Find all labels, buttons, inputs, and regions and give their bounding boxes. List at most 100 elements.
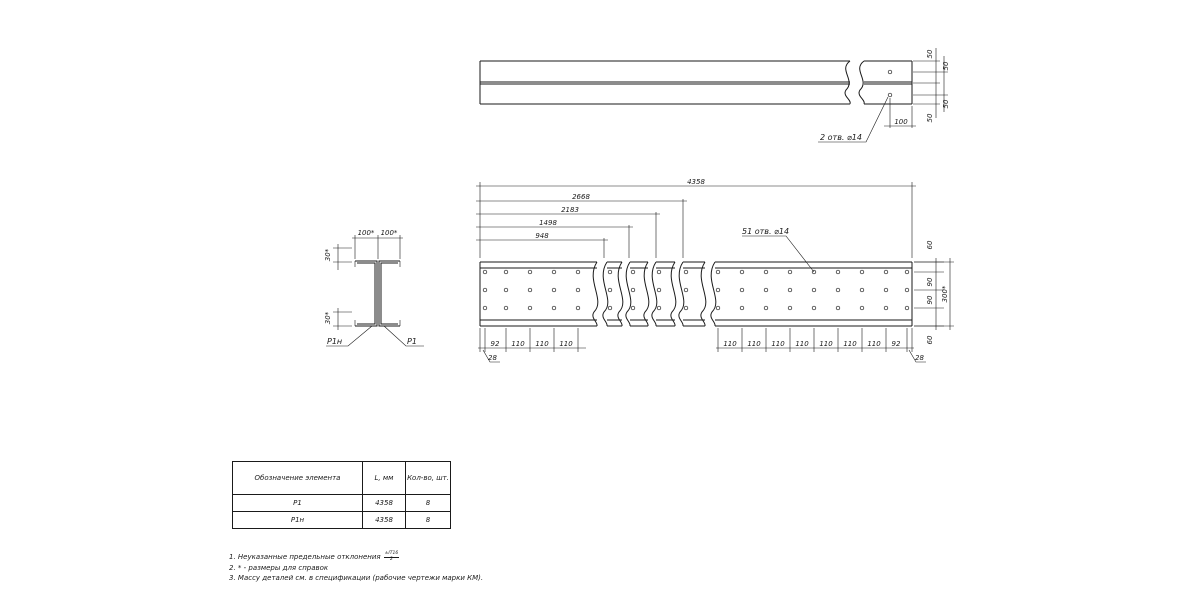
- cell-length: 4358: [362, 494, 406, 512]
- hole: [607, 305, 613, 311]
- dim-edge: 28: [915, 354, 924, 362]
- dim-100-star: 100*: [381, 229, 398, 237]
- holes: [482, 269, 910, 311]
- dim-bottom: 110: [843, 340, 857, 348]
- dim-50: 50: [926, 49, 934, 58]
- hole: [527, 287, 533, 293]
- hole: [630, 269, 636, 275]
- hole: [527, 269, 533, 275]
- hole: [630, 287, 636, 293]
- hole: [715, 287, 721, 293]
- hole: [575, 269, 581, 275]
- hole: [551, 287, 557, 293]
- hole: [482, 269, 488, 275]
- dim-100: 100: [894, 118, 908, 126]
- break-line: [844, 60, 851, 105]
- hole: [739, 287, 745, 293]
- hole: [683, 269, 689, 275]
- hole: [859, 305, 865, 311]
- hole: [575, 287, 581, 293]
- hole: [656, 305, 662, 311]
- hole: [763, 305, 769, 311]
- hole: [811, 305, 817, 311]
- hole: [683, 305, 689, 311]
- hole: [835, 287, 841, 293]
- note-1: 1. Неуказанные предельные отклонения±IT1…: [229, 551, 483, 563]
- cell-count: 8: [405, 494, 451, 512]
- dim-bottom: 110: [795, 340, 809, 348]
- dim-100-star: 100*: [358, 229, 375, 237]
- hole: [904, 269, 910, 275]
- hole: [503, 287, 509, 293]
- col-header-count: Кол-во, шт.: [405, 461, 451, 495]
- hole: [887, 69, 893, 75]
- hole: [787, 305, 793, 311]
- cell-count: 8: [405, 511, 451, 529]
- hole: [811, 287, 817, 293]
- notes: 1. Неуказанные предельные отклонения±IT1…: [229, 551, 484, 584]
- dim-chain: 948: [535, 232, 549, 240]
- dim-overall: 4358: [687, 178, 705, 186]
- dim-bottom: 110: [723, 340, 737, 348]
- tolerance-num: ±IT16: [383, 551, 400, 558]
- hole: [715, 269, 721, 275]
- table-header-row: Обозначение элемента L, мм Кол-во, шт.: [232, 461, 451, 495]
- label-p1: Р1: [407, 337, 417, 346]
- dim-50: 50: [942, 61, 950, 70]
- hole: [787, 269, 793, 275]
- dim-right: 90: [926, 295, 934, 304]
- spec-table: Обозначение элемента L, мм Кол-во, шт. Р…: [232, 461, 451, 529]
- dim-50: 50: [926, 113, 934, 122]
- dim-30-star: 30*: [324, 311, 332, 324]
- main-view: 4358 2668 2183 1498 948 51 отв. ⌀14 60 9…: [476, 178, 954, 363]
- hole: [904, 305, 910, 311]
- dim-edge: 28: [488, 354, 497, 362]
- dim-30-star: 30*: [324, 248, 332, 261]
- hole: [715, 305, 721, 311]
- tolerance-den: 2: [389, 556, 393, 562]
- hole: [630, 305, 636, 311]
- hole: [763, 269, 769, 275]
- hole: [763, 287, 769, 293]
- dim-height: 300*: [941, 285, 949, 302]
- break-lines: [592, 261, 717, 327]
- cell-designation: Р1: [232, 494, 363, 512]
- hole: [883, 269, 889, 275]
- hole: [835, 269, 841, 275]
- top-view: 50 50 50 50 100 2 отв. ⌀14: [479, 48, 950, 143]
- hole: [883, 287, 889, 293]
- holes-label-main: 51 отв. ⌀14: [742, 227, 789, 236]
- hole: [835, 305, 841, 311]
- hole: [904, 287, 910, 293]
- dim-chain: 1498: [539, 219, 557, 227]
- dim-bottom: 92: [491, 340, 500, 348]
- dim-bottom: 92: [892, 340, 901, 348]
- dim-right: 90: [926, 277, 934, 286]
- hole: [551, 269, 557, 275]
- hole: [859, 269, 865, 275]
- label-p1n: Р1н: [327, 337, 342, 346]
- note-3: 3. Массу деталей см. в спецификации (раб…: [229, 574, 484, 582]
- hole: [787, 287, 793, 293]
- hole: [482, 305, 488, 311]
- dim-bottom: 110: [559, 340, 573, 348]
- dim-chain: 2183: [561, 206, 579, 214]
- holes-label-top: 2 отв. ⌀14: [820, 133, 862, 142]
- dim-bottom: 110: [747, 340, 761, 348]
- hole: [656, 287, 662, 293]
- hole: [656, 269, 662, 275]
- hole: [575, 305, 581, 311]
- col-header-designation: Обозначение элемента: [232, 461, 363, 495]
- hole: [859, 287, 865, 293]
- dim-bottom: 110: [867, 340, 881, 348]
- hole: [551, 305, 557, 311]
- note-1-text: 1. Неуказанные предельные отклонения: [229, 553, 381, 561]
- dim-bottom: 110: [535, 340, 549, 348]
- col-header-length: L, мм: [362, 461, 406, 495]
- cell-designation: Р1н: [232, 511, 363, 529]
- section-view: 100* 100* 30* 30* Р1н Р1: [324, 229, 424, 347]
- hole: [503, 305, 509, 311]
- hole: [482, 287, 488, 293]
